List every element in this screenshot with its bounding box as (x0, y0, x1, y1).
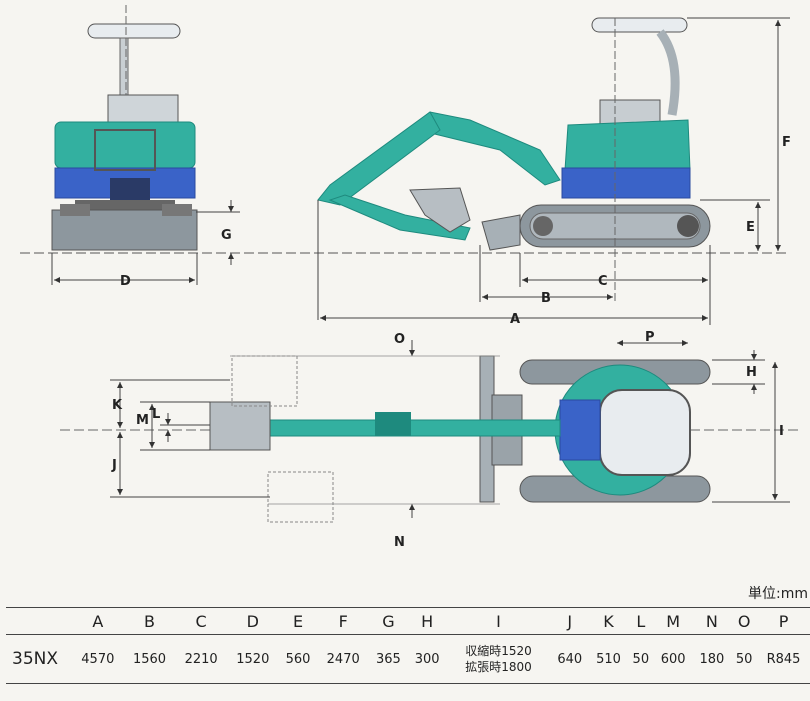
value-i: 収縮時1520 拡張時1800 (446, 634, 551, 684)
value-i-retracted: 収縮時1520 (465, 644, 532, 658)
spec-table: A B C D E F G H I J K L M N O P 35NX 457… (6, 607, 810, 684)
value-h: 300 (407, 634, 447, 684)
value-g: 365 (369, 634, 408, 684)
dim-label-g: G (221, 228, 232, 243)
header-cell: J (550, 607, 590, 635)
header-cell: I (446, 607, 551, 635)
spec-header-row: A B C D E F G H I J K L M N O P (6, 607, 810, 635)
value-m: 600 (653, 634, 693, 684)
header-cell: N (692, 607, 732, 635)
dim-label-h: H (746, 365, 757, 380)
value-b: 1560 (123, 634, 176, 684)
header-cell: C (175, 607, 227, 635)
value-a: 4570 (72, 634, 124, 684)
dim-label-d: D (120, 274, 131, 289)
side-view (317, 17, 711, 320)
dim-label-i: I (779, 424, 784, 439)
header-cell: E (278, 607, 318, 635)
dim-label-f: F (782, 135, 791, 150)
dim-label-o: O (394, 332, 405, 347)
value-e: 560 (278, 634, 318, 684)
dim-label-j: J (111, 458, 117, 473)
value-i-extended: 拡張時1800 (465, 660, 532, 674)
value-o: 50 (731, 634, 758, 684)
header-cell: L (627, 607, 654, 635)
dim-label-c: C (598, 274, 608, 289)
header-cell: O (731, 607, 758, 635)
top-view (60, 355, 800, 523)
dim-label-k: K (112, 398, 123, 413)
header-cell: P (757, 607, 810, 635)
model-name: 35NX (6, 634, 72, 684)
header-cell: M (653, 607, 693, 635)
value-k: 510 (589, 634, 628, 684)
dim-label-a: A (510, 312, 520, 327)
header-cell: H (407, 607, 447, 635)
excavator-dimension-diagram: G D F E C (20, 5, 800, 550)
front-view (51, 5, 198, 251)
dim-label-e: E (746, 220, 755, 235)
dim-label-l: L (152, 407, 160, 422)
value-j: 640 (550, 634, 590, 684)
header-cell: G (369, 607, 408, 635)
header-cell: B (123, 607, 176, 635)
dim-label-p: P (645, 330, 655, 345)
dim-label-m: M (136, 413, 149, 428)
value-p: R845 (757, 634, 810, 684)
header-cell: A (72, 607, 124, 635)
header-cell: D (226, 607, 279, 635)
header-cell: K (589, 607, 628, 635)
header-cell: F (317, 607, 370, 635)
value-f: 2470 (317, 634, 370, 684)
dim-label-n: N (394, 535, 405, 550)
spec-data-row: 35NX 4570 1560 2210 1520 560 2470 365 30… (6, 634, 810, 684)
dim-label-b: B (541, 291, 551, 306)
value-c: 2210 (175, 634, 227, 684)
header-cell (6, 607, 72, 635)
value-l: 50 (627, 634, 654, 684)
value-d: 1520 (226, 634, 279, 684)
unit-label: 単位:mm (748, 586, 808, 602)
value-n: 180 (692, 634, 732, 684)
